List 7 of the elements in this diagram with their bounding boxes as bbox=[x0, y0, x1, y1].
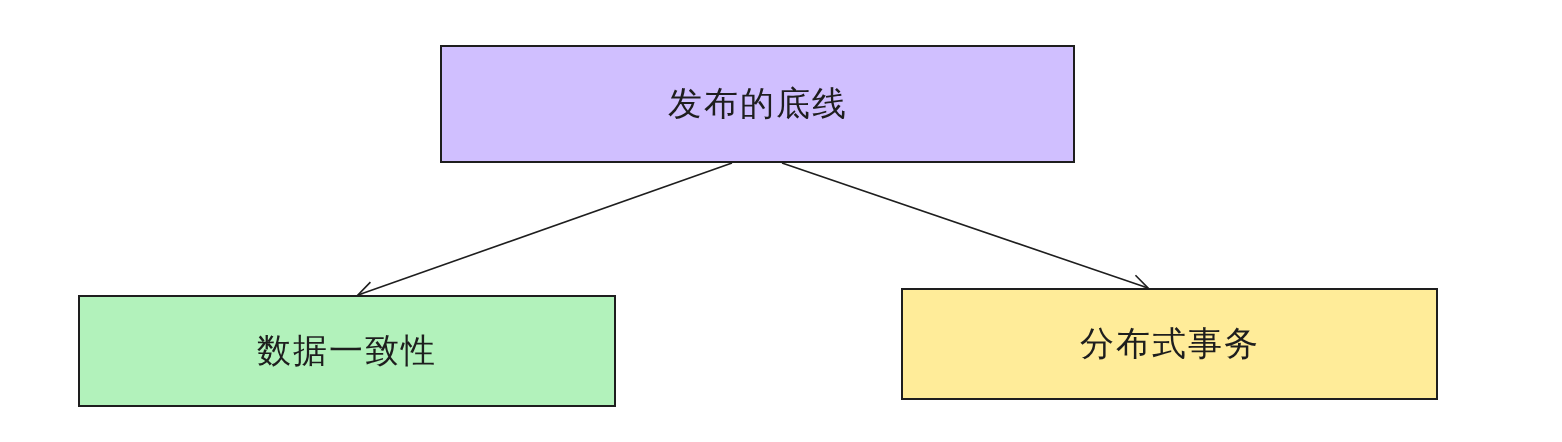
box-label: 分布式事务 bbox=[1079, 322, 1260, 365]
box-label: 发布的底线 bbox=[667, 82, 848, 125]
process-box bbox=[440, 45, 1075, 163]
process-box bbox=[78, 295, 616, 407]
box-label: 数据一致性 bbox=[257, 329, 437, 372]
arrow bbox=[357, 162, 733, 298]
process-box bbox=[901, 288, 1438, 400]
